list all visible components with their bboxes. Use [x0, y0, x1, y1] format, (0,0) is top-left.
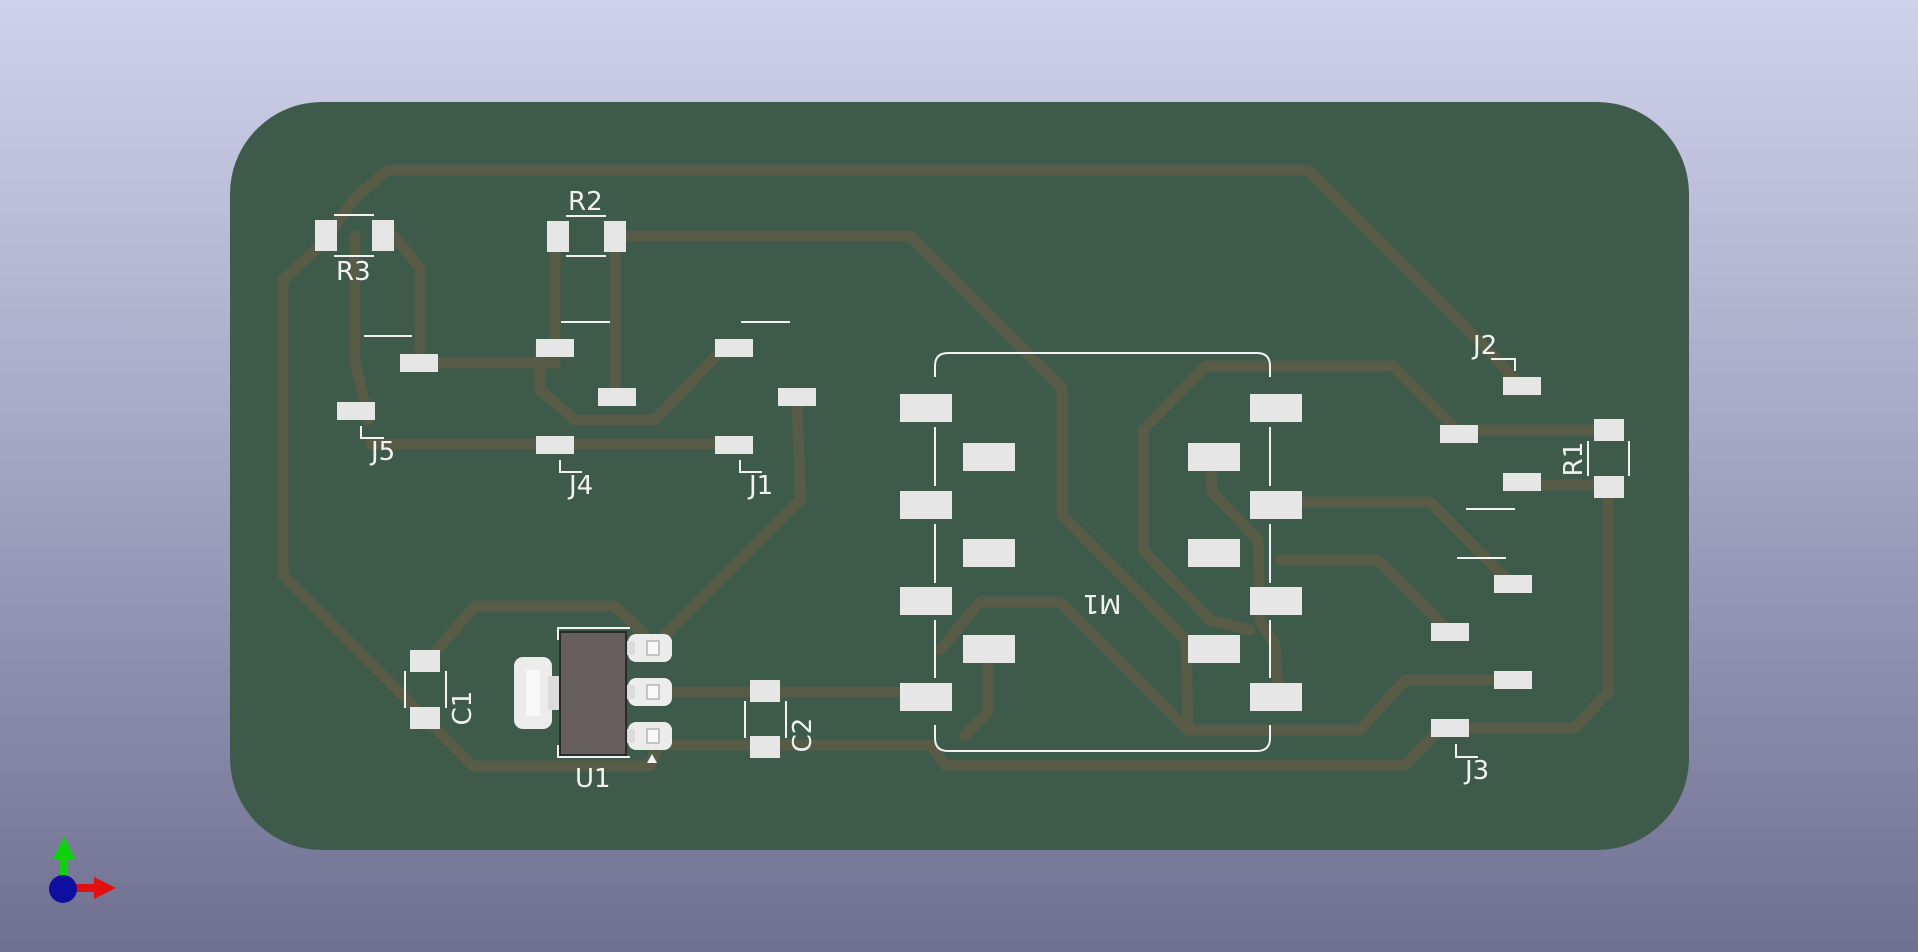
reference-designators: R3 R2 J5 J4 J1 C1 C2 U1 M1 J2 R1 J3: [336, 187, 1589, 794]
pad-j1-1: [715, 339, 753, 357]
label-j5: J5: [369, 437, 395, 467]
z-axis-dot: [49, 875, 77, 903]
pad-c1-2: [410, 707, 440, 729]
axis-gizmo: [49, 836, 116, 903]
pad-c2-2: [750, 736, 780, 758]
pad-r2-1: [547, 221, 569, 252]
pad-j3-2: [1431, 623, 1469, 641]
label-j3: J3: [1463, 756, 1489, 786]
silkscreen-outlines: [334, 214, 1630, 758]
pad-r3-1: [315, 220, 337, 251]
pad-j5-1: [400, 354, 438, 372]
label-j4: J4: [567, 471, 593, 501]
pad-j2-3: [1503, 473, 1541, 491]
pad-r2-2: [604, 221, 626, 252]
u1-pin1-marker: [647, 754, 657, 763]
pad-j4-3: [536, 436, 574, 454]
label-u1: U1: [575, 764, 611, 794]
label-r2: R2: [568, 187, 603, 217]
pad-r1-1: [1594, 419, 1624, 441]
pad-m1-8: [1250, 394, 1302, 422]
pad-c1-1: [410, 650, 440, 672]
pad-j4-1: [536, 339, 574, 357]
pad-j3-3: [1494, 671, 1532, 689]
pad-m1-9: [1188, 443, 1240, 471]
u1-body: [559, 631, 627, 756]
pad-r1-2: [1594, 476, 1624, 498]
x-axis-arrowhead: [94, 877, 116, 899]
pad-m1-3: [900, 491, 952, 519]
pad-r3-2: [372, 220, 394, 251]
pad-j2-2: [1440, 425, 1478, 443]
pad-m1-11: [1188, 539, 1240, 567]
pad-m1-6: [963, 635, 1015, 663]
u1-package: [514, 631, 672, 756]
label-c1: C1: [448, 691, 478, 726]
pad-m1-5: [900, 587, 952, 615]
label-j1: J1: [747, 471, 773, 501]
label-j2: J2: [1471, 331, 1497, 361]
pad-m1-12: [1250, 587, 1302, 615]
label-r3: R3: [336, 257, 371, 287]
pad-j1-2: [778, 388, 816, 406]
pad-c2-1: [750, 680, 780, 702]
pad-m1-10: [1250, 491, 1302, 519]
pad-j1-3: [715, 436, 753, 454]
pad-m1-14: [1250, 683, 1302, 711]
label-c2: C2: [788, 718, 818, 753]
pad-m1-1: [900, 394, 952, 422]
pad-j3-4: [1431, 719, 1469, 737]
pad-j3-1: [1494, 575, 1532, 593]
smd-pads: [315, 220, 1624, 758]
pad-j2-1: [1503, 377, 1541, 395]
label-m1: M1: [1083, 588, 1122, 618]
pad-m1-13: [1188, 635, 1240, 663]
pad-m1-2: [963, 443, 1015, 471]
y-axis-arrowhead: [53, 836, 75, 859]
pad-j4-2: [598, 388, 636, 406]
pad-m1-4: [963, 539, 1015, 567]
label-r1: R1: [1559, 442, 1589, 477]
pad-m1-7: [900, 683, 952, 711]
pad-j5-2: [337, 402, 375, 420]
